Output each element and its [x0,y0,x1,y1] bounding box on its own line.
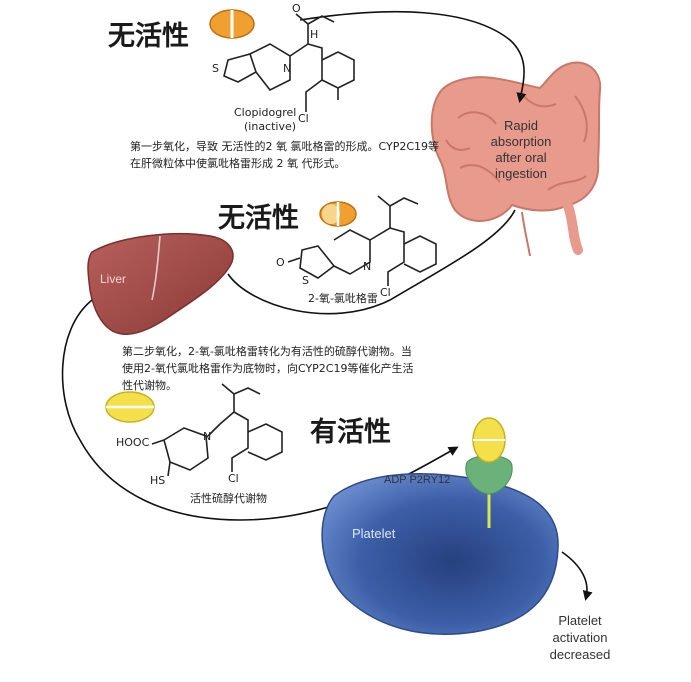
active-label: 有活性 [310,417,391,448]
atom-cl-3: Cl [228,472,239,485]
intestine-caption-line4: ingestion [494,166,548,181]
liver-label: Liver [100,272,127,286]
clopidogrel-name: Clopidogrel [234,106,297,119]
pill-active [105,391,155,423]
platelet-illustration [321,473,559,635]
inactive-label-2: 无活性 [218,203,299,234]
intermediate-name: 2-氧-氯吡格雷 [308,292,378,305]
inactive-label-1: 无活性 [108,21,189,52]
active-metabolite-structure [151,383,283,477]
clopidogrel-state: (inactive) [244,120,297,133]
arrow-to-intestine [299,10,527,103]
pill-inactive-2 [319,201,357,227]
group-hs: HS [150,474,166,487]
atom-n-2: N [363,260,372,273]
atom-cl-2: Cl [380,286,391,299]
intestine-caption-line2: absorption [490,134,552,149]
group-hooc: HOOC [116,436,150,449]
atom-n-3: N [203,430,212,443]
atom-s-1: S [212,62,219,75]
atom-cl-1: Cl [298,112,309,125]
oxo-intermediate-structure [287,195,437,286]
metabolite-name: 活性硫醇代谢物 [190,492,267,505]
arrow-intestine-to-liver [227,209,516,315]
clopidogrel-structure [223,13,355,112]
step2-note: 第二步氧化，2-氧-氯吡格雷转化为有活性的硫醇代谢物。当使用2-氧代氯吡格雷作为… [122,345,414,392]
atom-o-1: O [292,2,301,15]
atom-h-1: H [310,28,319,41]
arrow-platelet-outcome [561,551,593,601]
liver-illustration [87,232,234,335]
outcome-caption-line1: Platelet [558,613,602,628]
receptor-label: ADP P2RY12 [384,474,451,486]
intestine-illustration [430,61,602,257]
intestine-caption-line3: after oral [495,150,547,165]
outcome-caption: Platelet activation decreased [540,612,620,663]
pill-inactive-1 [209,9,255,39]
atom-s-2: S [302,274,309,287]
atom-n-1: N [283,62,292,75]
platelet-label: Platelet [352,526,396,541]
outcome-caption-line3: decreased [549,647,611,662]
atom-o-2: O [276,256,285,269]
outcome-caption-line2: activation [552,630,608,645]
p2ry12-receptor [465,417,513,528]
intestine-caption-line1: Rapid [504,118,538,133]
intestine-caption: Rapid absorption after oral ingestion [476,118,566,182]
step1-note: 第一步氧化，导致 无活性的2 氧 氯吡格雷的形成。CYP2C19等 在肝微粒体中… [130,140,440,170]
